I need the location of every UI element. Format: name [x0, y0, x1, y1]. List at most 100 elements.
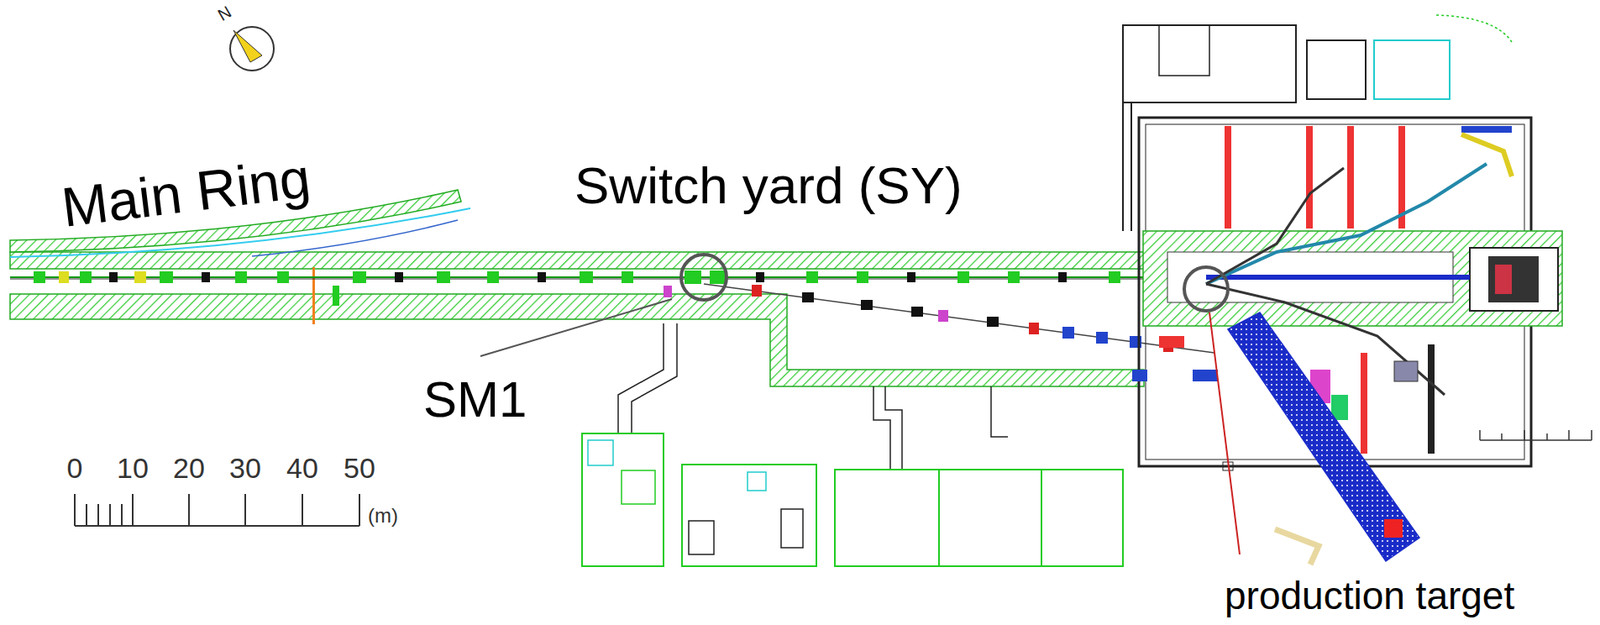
access-passage: [873, 386, 891, 470]
scale-tick: [1568, 430, 1570, 441]
shield-block: [1159, 335, 1185, 348]
magnet: [621, 271, 634, 284]
area-label: Switch yard (SY): [574, 159, 963, 212]
magnet: [1062, 326, 1075, 339]
beam-dump: [1469, 247, 1559, 311]
beamline: [1274, 529, 1319, 565]
magnet: [1058, 272, 1067, 283]
septum-magnet: [709, 270, 725, 284]
wall: [1040, 469, 1043, 567]
scale-line: [1479, 439, 1592, 441]
magnet: [1007, 271, 1020, 284]
shield-wall: [1461, 125, 1512, 133]
scale-tick: [97, 503, 100, 526]
magnet: [58, 271, 69, 284]
magnet: [394, 272, 404, 283]
leader-line: [1209, 312, 1240, 555]
scale-tick: [1546, 433, 1548, 441]
wall: [1130, 102, 1133, 231]
access-passage: [631, 323, 677, 434]
beam-dump-core: [1488, 256, 1539, 303]
room: [747, 472, 766, 491]
outbuilding: [582, 433, 664, 567]
compass-letter: N: [215, 2, 235, 24]
beam-dump-core: [1495, 264, 1512, 294]
magnet: [352, 271, 367, 284]
scale-tick: [85, 503, 88, 526]
target-hall-shield: [1143, 230, 1563, 326]
scale-number: 10: [116, 453, 149, 483]
detector: [1394, 361, 1418, 382]
compass-ring: [230, 26, 274, 71]
shield-block: [1132, 369, 1148, 382]
magnet: [986, 316, 999, 327]
magnet: [907, 272, 916, 283]
magnet: [860, 299, 873, 310]
magnet: [487, 271, 499, 284]
scale-tick: [301, 493, 304, 526]
magnet: [537, 272, 546, 283]
magnet: [159, 271, 174, 284]
scale-tick: [244, 493, 247, 526]
magnet: [1028, 322, 1039, 335]
room: [621, 470, 656, 504]
magnet: [802, 292, 814, 303]
boundary-marker: [312, 267, 315, 325]
tunnel-wall: [10, 251, 1144, 269]
scale-tick: [73, 493, 76, 526]
secondary-beamline: [1206, 167, 1344, 284]
building: [1306, 40, 1366, 100]
boundary: [1436, 15, 1512, 42]
outbuilding: [834, 469, 1123, 567]
scale-tick: [109, 503, 111, 526]
scale-tick: [131, 493, 134, 526]
wall: [938, 469, 940, 567]
scale-number: 30: [229, 453, 262, 483]
scale-line: [74, 524, 360, 527]
scale-bar: [74, 493, 360, 526]
scale-tick: [1523, 430, 1526, 441]
access-passage: [885, 386, 903, 470]
septum-magnet: [684, 270, 702, 284]
magnet: [332, 285, 340, 306]
beam-dump: [1384, 519, 1403, 538]
room: [587, 440, 614, 466]
magnet: [134, 271, 147, 284]
secondary-beamline: [1206, 163, 1487, 284]
scale-tick: [1479, 430, 1481, 441]
magnet: [1108, 271, 1121, 284]
magnet: [911, 306, 924, 317]
scale-number: 50: [343, 453, 376, 483]
magnet: [277, 271, 289, 284]
magnet: [751, 284, 762, 297]
building: [1122, 25, 1296, 103]
part-label: production target: [1224, 576, 1515, 615]
tunnel-wall: [10, 293, 1144, 387]
beamline: [10, 276, 1207, 279]
magnet: [856, 271, 869, 284]
scale-number: 0: [67, 453, 84, 483]
shield-wall: [1360, 352, 1368, 454]
magnet: [663, 285, 672, 298]
scale-tick: [120, 503, 123, 526]
outbuilding: [781, 508, 803, 548]
scale-unit: (m): [367, 505, 399, 526]
magnet: [806, 271, 819, 284]
scale-tick: [358, 493, 361, 526]
magnet: [79, 271, 92, 284]
leader-line: [480, 299, 672, 357]
room: [1159, 25, 1210, 76]
magnet: [436, 271, 451, 284]
scale-number: 20: [173, 453, 205, 483]
magnet: [33, 271, 46, 284]
access-passage: [618, 323, 664, 434]
magnet: [755, 272, 765, 283]
wall: [1122, 102, 1124, 231]
primary-beam-to-dump: [1206, 274, 1470, 280]
part-label: SM1: [423, 374, 527, 425]
beamline: [10, 278, 1207, 280]
beamline-magnets: [33, 270, 1173, 306]
highlight-circle: [681, 254, 727, 300]
shield-wall: [1224, 125, 1232, 229]
